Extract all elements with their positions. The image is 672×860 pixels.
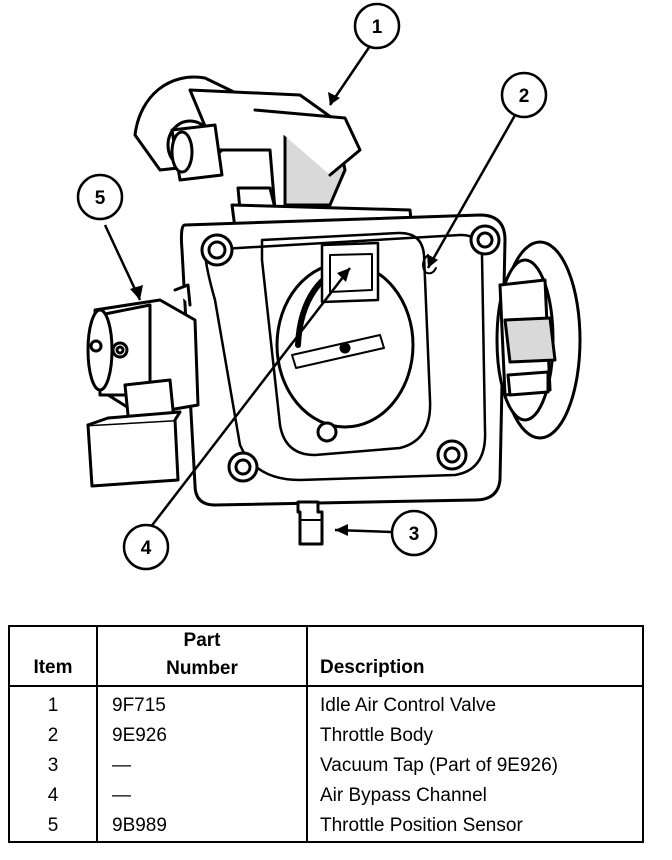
svg-text:2: 2	[519, 86, 530, 107]
row-part-number: 9B989	[96, 811, 308, 842]
table-row: 1 9F715 Idle Air Control Valve	[8, 686, 644, 721]
idle-air-control-valve	[133, 75, 414, 232]
row-description: Throttle Position Sensor	[306, 811, 644, 842]
svg-text:5: 5	[95, 188, 106, 209]
header-item: Item	[8, 626, 98, 687]
callout-5: 5	[76, 173, 124, 221]
header-description: Description	[306, 626, 644, 687]
callout-3: 3	[390, 509, 438, 557]
table-row: 3 — Vacuum Tap (Part of 9E926)	[8, 751, 644, 781]
row-description: Throttle Body	[306, 721, 644, 751]
row-description: Idle Air Control Valve	[306, 686, 644, 721]
row-description: Air Bypass Channel	[306, 781, 644, 811]
table-header-row: Item Part Number Description	[8, 626, 644, 687]
throttle-body-illustration: 1 2 3 4 5	[76, 2, 582, 571]
header-part-number: Part Number	[96, 626, 308, 687]
callout-2: 2	[500, 71, 548, 119]
row-description: Vacuum Tap (Part of 9E926)	[306, 751, 644, 781]
parts-table: Item Part Number Description 1 9F715 Idl…	[8, 625, 644, 843]
row-item: 5	[8, 811, 98, 842]
row-item: 2	[8, 721, 98, 751]
row-item: 1	[8, 686, 98, 721]
svg-text:1: 1	[372, 17, 383, 38]
vacuum-tap	[296, 500, 324, 546]
row-part-number: 9E926	[96, 721, 308, 751]
table-row: 2 9E926 Throttle Body	[8, 721, 644, 751]
throttle-body	[179, 213, 507, 546]
row-item: 4	[8, 781, 98, 811]
row-part-number: —	[96, 781, 308, 811]
throttle-position-sensor	[86, 283, 200, 488]
throttle-linkage	[495, 240, 582, 440]
table-row: 4 — Air Bypass Channel	[8, 781, 644, 811]
header-part-line2: Number	[166, 658, 238, 679]
svg-text:4: 4	[141, 538, 152, 559]
callout-4: 4	[122, 523, 170, 571]
header-part-line1: Part	[183, 630, 221, 651]
svg-text:3: 3	[409, 524, 420, 545]
row-item: 3	[8, 751, 98, 781]
row-part-number: —	[96, 751, 308, 781]
callout-1: 1	[353, 2, 401, 50]
table-row: 5 9B989 Throttle Position Sensor	[8, 811, 644, 842]
row-part-number: 9F715	[96, 686, 308, 721]
